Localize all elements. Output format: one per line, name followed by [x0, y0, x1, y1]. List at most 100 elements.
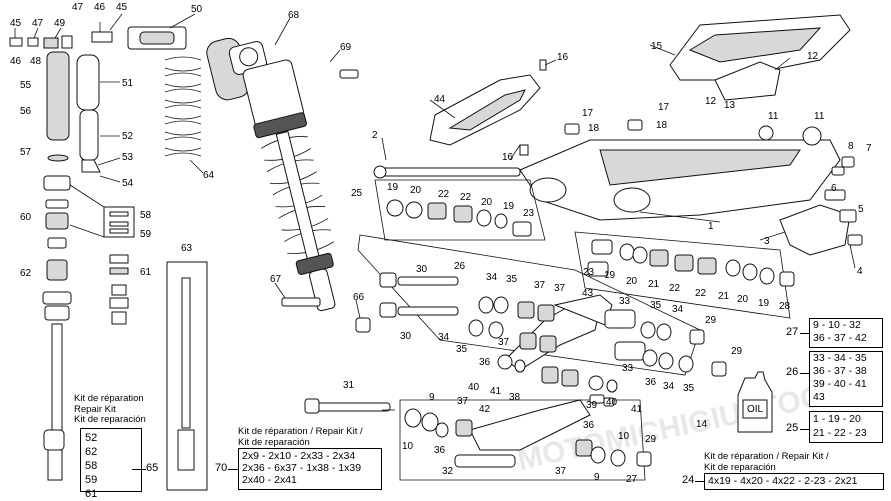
linkage-group-26 — [357, 234, 727, 393]
callout-52: 52 — [122, 131, 134, 142]
callout-16a: 16 — [557, 52, 569, 63]
kit-70-line: 2x36 - 6x37 - 1x38 - 1x39 — [242, 462, 362, 474]
callout-30b: 30 — [400, 331, 412, 342]
repair-kit-70: 2x9 - 2x10 - 2x33 - 2x34 2x36 - 6x37 - 1… — [238, 448, 382, 490]
kit-left-item: 58 — [85, 460, 98, 472]
callout-22c: 22 — [669, 283, 681, 294]
callout-22d: 22 — [695, 288, 707, 299]
callout-27a: 27 — [626, 474, 638, 485]
callout-13: 13 — [724, 100, 736, 111]
callout-11b: 11 — [814, 111, 825, 122]
callout-10b: 10 — [618, 431, 630, 442]
callout-18a: 18 — [588, 123, 600, 134]
kit-left-item: 61 — [85, 488, 98, 500]
callout-14: 14 — [696, 419, 708, 430]
callout-35d: 35 — [683, 383, 695, 394]
callout-36b: 36 — [645, 377, 657, 388]
callout-70: 70 — [215, 462, 228, 474]
callout-17a: 17 — [582, 108, 594, 119]
shock-absorber — [206, 37, 336, 312]
callout-49: 49 — [54, 18, 66, 29]
callout-18b: 18 — [656, 120, 668, 131]
callout-20c: 20 — [626, 276, 638, 287]
svg-text:OIL: OIL — [747, 404, 764, 415]
kit-left-title-es: Kit de reparación — [74, 414, 146, 425]
nut-66 — [355, 317, 371, 333]
callout-19c: 19 — [604, 270, 616, 281]
callout-48: 48 — [30, 56, 42, 67]
callout-27: 27 — [786, 326, 799, 338]
kit-70-title-line2: Kit de reparación — [238, 436, 310, 448]
callout-37c: 37 — [498, 337, 510, 348]
callout-57: 57 — [20, 147, 32, 158]
callout-34b: 34 — [672, 304, 684, 315]
callout-39: 39 — [586, 400, 598, 411]
callout-33b: 33 — [622, 363, 634, 374]
callout-54: 54 — [122, 178, 134, 189]
callout-12b: 12 — [705, 96, 717, 107]
callout-58: 58 — [140, 210, 152, 221]
callout-37e: 37 — [555, 466, 567, 477]
bearing-group-25 — [374, 179, 546, 241]
callout-25-kit: 25 — [786, 422, 799, 434]
kit-26-line: 36 - 37 - 38 — [813, 365, 867, 377]
kit-25-leader — [800, 429, 809, 430]
callout-15: 15 — [651, 41, 663, 52]
callout-10a: 10 — [402, 441, 414, 452]
callout-56: 56 — [20, 106, 32, 117]
callout-26: 26 — [786, 366, 799, 378]
callout-64: 64 — [203, 170, 215, 181]
callout-42: 42 — [479, 404, 491, 415]
callout-40b: 40 — [606, 397, 618, 408]
callout-6: 6 — [831, 183, 837, 194]
callout-22a: 22 — [438, 189, 450, 200]
kit-27-line: 9 - 10 - 32 — [813, 319, 861, 331]
kit-70-leader — [228, 469, 238, 470]
callout-66: 66 — [353, 292, 365, 303]
callout-17b: 17 — [658, 102, 670, 113]
callout-19a: 19 — [387, 182, 399, 193]
kit-25-line: 21 - 22 - 23 — [813, 427, 867, 439]
callout-51: 51 — [122, 78, 134, 89]
kit-26-leader — [800, 373, 809, 374]
kit-24-title-line1: Kit de réparation / Repair Kit / — [704, 451, 829, 462]
callout-55: 55 — [20, 80, 32, 91]
kit-70-title-line1: Kit de réparation / Repair Kit / — [238, 426, 363, 437]
kit-left-item: 62 — [85, 446, 98, 458]
kit-26-line: 33 - 34 - 35 — [813, 352, 867, 364]
callout-25: 25 — [351, 188, 363, 199]
callout-69: 69 — [340, 42, 352, 53]
callout-4: 4 — [857, 266, 863, 277]
callout-68: 68 — [288, 10, 300, 21]
callout-24: 24 — [682, 474, 695, 486]
callout-29c: 29 — [645, 434, 657, 445]
callout-40a: 40 — [468, 382, 480, 393]
callout-43: 43 — [582, 288, 594, 299]
kit-26: 33 - 34 - 35 36 - 37 - 38 39 - 40 - 41 4… — [809, 351, 883, 407]
kit-24-leader — [695, 481, 704, 482]
callout-2: 2 — [372, 130, 378, 141]
callout-32: 32 — [442, 466, 454, 477]
callout-7: 7 — [866, 143, 872, 154]
kit-70-line: 2x40 - 2x41 — [242, 474, 297, 486]
callout-1: 1 — [708, 221, 714, 232]
spring — [164, 56, 202, 157]
kit-70-line: 2x9 - 2x10 - 2x33 - 2x34 — [242, 450, 356, 462]
callout-60: 60 — [20, 212, 32, 223]
callout-34c: 34 — [438, 332, 450, 343]
callout-19b: 19 — [503, 201, 515, 212]
repair-kit-24: 4x19 - 4x20 - 4x22 - 2-23 - 2x21 — [704, 473, 884, 490]
callout-16b: 16 — [502, 152, 514, 163]
callout-9b: 9 — [594, 472, 600, 483]
callout-22b: 22 — [460, 192, 472, 203]
kit-25: 1 - 19 - 20 21 - 22 - 23 — [809, 411, 883, 443]
callout-5: 5 — [858, 204, 864, 215]
callout-37d: 37 — [457, 396, 469, 407]
callout-36a: 36 — [479, 357, 491, 368]
callout-8: 8 — [848, 141, 854, 152]
kit-left-leader — [132, 469, 146, 470]
callout-23a: 23 — [523, 208, 535, 219]
linkage-group-27 — [304, 394, 652, 481]
callout-46b: 46 — [10, 56, 22, 67]
kit-27-line: 36 - 37 - 42 — [813, 332, 867, 344]
